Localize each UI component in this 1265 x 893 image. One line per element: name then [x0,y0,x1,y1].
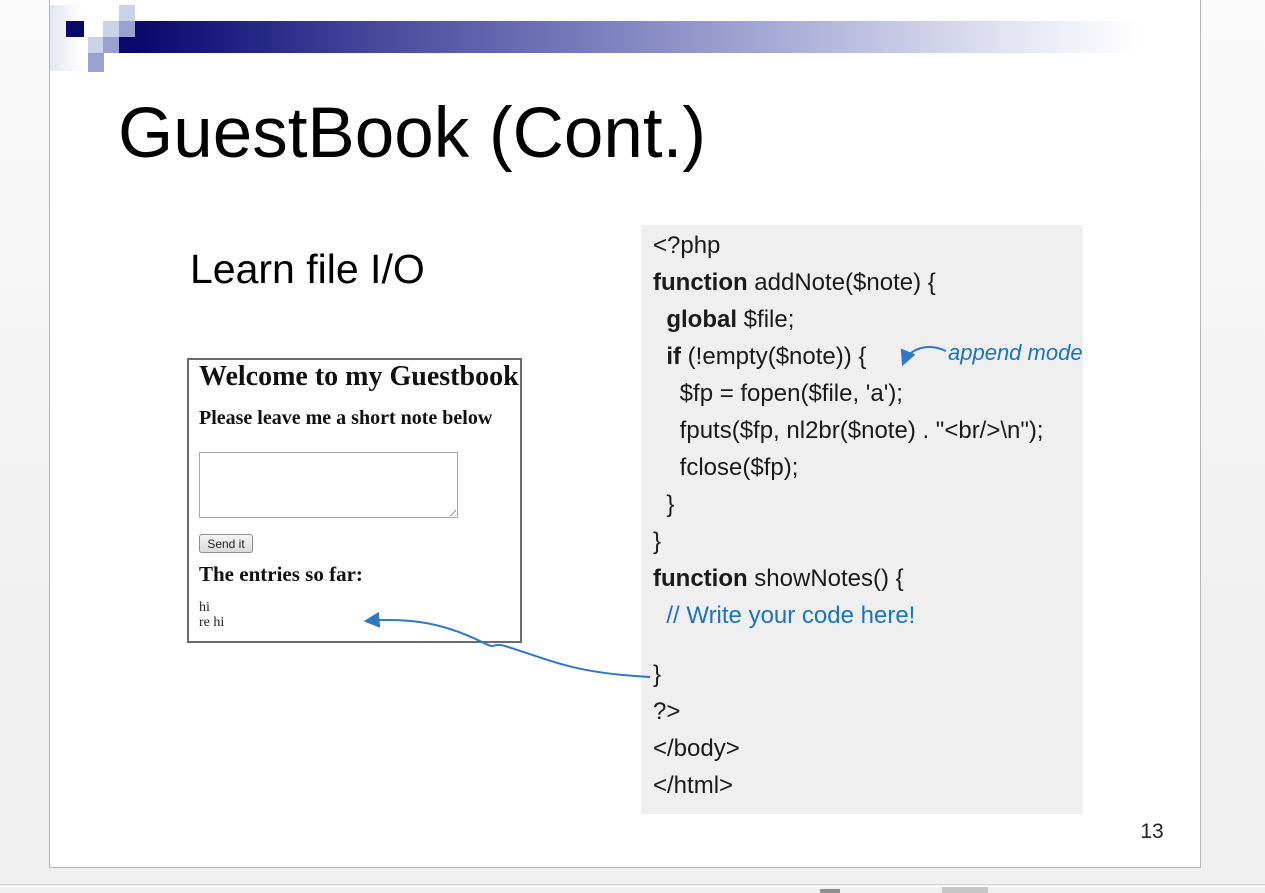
decorative-square [66,21,84,37]
decorative-square [88,53,104,72]
slide: GuestBook (Cont.) Learn file I/O Welcome… [49,0,1201,868]
header-gradient-bar [135,21,1161,53]
header-gradient-strip [50,5,86,71]
decorative-square [119,37,135,53]
send-it-button-label: Send it [207,536,245,551]
decorative-square [88,37,103,53]
bottom-divider [0,884,1265,885]
guestbook-screenshot: Welcome to my Guestbook Please leave me … [187,358,522,643]
entries-heading: The entries so far: [199,562,363,586]
code-line: function addNote($note) { [653,269,936,296]
entry-line: hi [199,600,210,615]
code-line: global $file; [666,306,795,333]
code-line: </body> [653,735,740,762]
code-lines: <?php function addNote($note) { global $f… [653,227,1083,804]
slide-subtitle: Learn file I/O [190,246,425,292]
code-line: ?> [653,698,681,725]
decorative-square [119,5,135,21]
guestbook-textarea [199,452,458,518]
code-line: <?php [653,232,721,259]
code-line: </html> [653,772,734,799]
scrollbar-thumb-large[interactable] [942,887,988,893]
send-it-button: Send it [199,534,253,553]
decorative-square [119,21,135,37]
code-line: // Write your code here! [666,602,916,629]
code-line: } [653,661,662,688]
decorative-square [103,21,119,37]
guestbook-prompt: Please leave me a short note below [199,407,493,429]
scrollbar-thumb-small[interactable] [820,889,840,893]
code-line: if (!empty($note)) { [666,343,867,370]
resize-grip-icon [447,507,456,516]
entry-line: re hi [199,615,225,630]
page-number: 13 [1140,820,1164,843]
code-line: function showNotes() { [653,565,904,592]
code-line: fclose($fp); [653,454,799,481]
code-line: } [653,491,675,518]
slide-title: GuestBook (Cont.) [118,94,706,173]
code-line [653,634,1083,656]
bottom-divider-highlight [0,886,1265,887]
code-line: fputs($fp, nl2br($note) . "<br/>\n"); [653,417,1044,444]
code-line: $fp = fopen($file, 'a'); [653,380,903,407]
append-mode-annotation: append mode [948,340,1083,365]
guestbook-heading: Welcome to my Guestbook [199,361,519,392]
code-line: } [653,528,662,555]
php-code-block: <?php function addNote($note) { global $f… [641,225,1083,814]
entries-list: hi re hi [199,600,224,630]
decorative-square [103,37,119,53]
